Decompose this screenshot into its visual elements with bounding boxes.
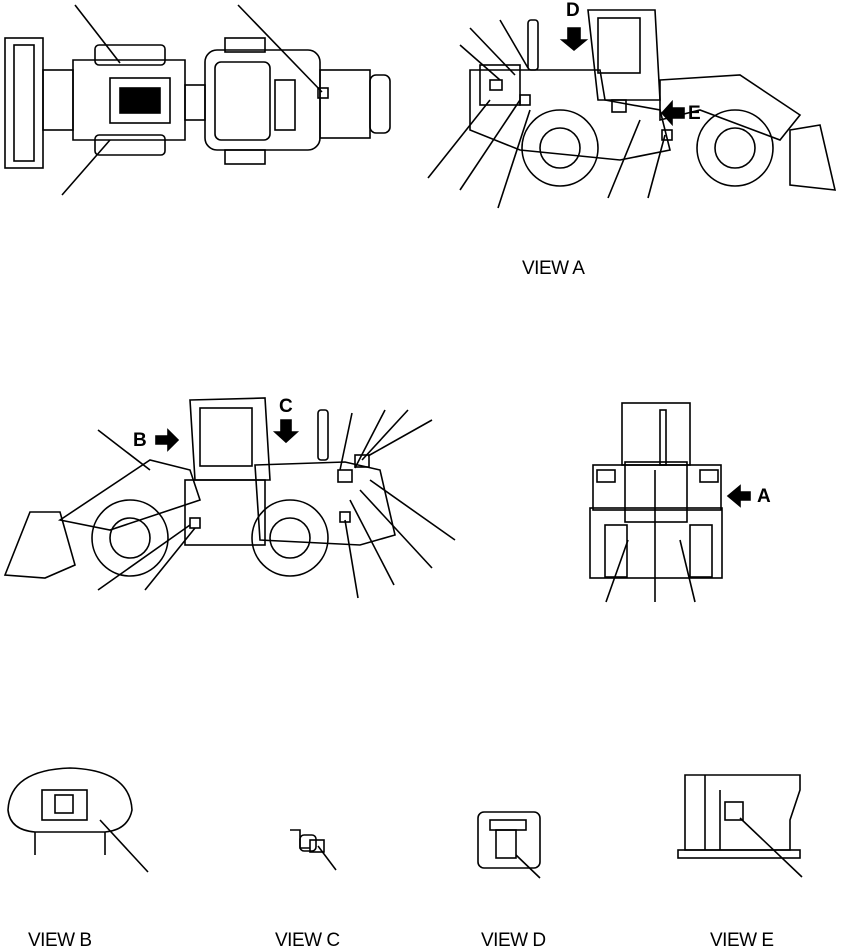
view-b-dashboard: [7, 767, 149, 873]
view-b-label: VIEW B: [28, 930, 92, 951]
rear-view-machine: [589, 402, 751, 603]
view-e-detail: [677, 774, 803, 878]
left-side-view-machine: [3, 397, 456, 599]
view-d-label: VIEW D: [481, 930, 546, 951]
view-a-machine: [427, 9, 837, 209]
view-e-label: VIEW E: [710, 930, 774, 951]
view-c-detail: [290, 829, 337, 871]
top-view-machine: [4, 4, 391, 196]
arrow-b-label: B: [133, 430, 147, 451]
view-c-label: VIEW C: [275, 930, 340, 951]
arrow-e-label: E: [688, 103, 701, 124]
view-d-detail: [477, 811, 541, 879]
view-a-label: VIEW A: [522, 258, 585, 279]
arrow-a-label: A: [757, 486, 771, 507]
arrow-d-label: D: [566, 0, 580, 21]
arrow-c-label: C: [279, 396, 293, 417]
